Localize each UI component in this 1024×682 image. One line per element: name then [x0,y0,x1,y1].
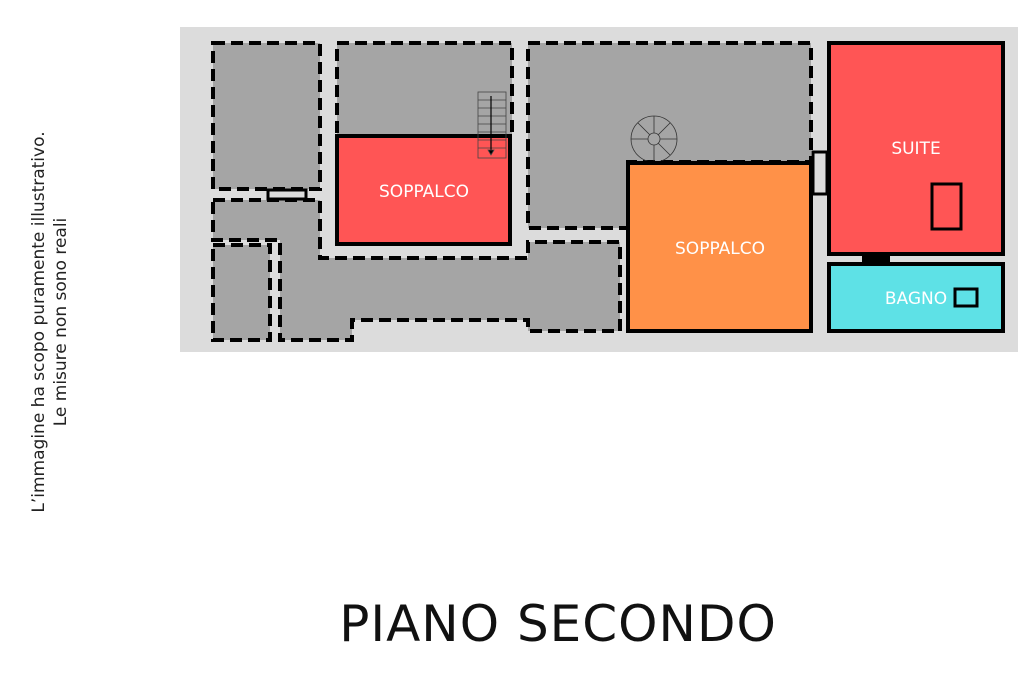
room-label: BAGNO [885,289,947,309]
corridor [211,198,622,342]
disclaimer-note: L’immagine ha scopo puramente illustrati… [28,131,72,512]
disclaimer-line-1: L’immagine ha scopo puramente illustrati… [29,131,49,513]
floor-title: PIANO SECONDO [339,595,777,653]
room-bagno [827,262,1005,333]
stairs-icon [477,91,507,159]
disclaimer-line-2: Le misure non sono reali [51,217,71,427]
passage [811,150,829,196]
suite-fixture [930,182,963,231]
room-suite [827,41,1005,256]
existing-areas [211,41,813,342]
shower-icon [953,287,979,308]
room-soppalco-1 [335,134,512,246]
room-bottom-left [211,243,272,342]
room-label: SOPPALCO [675,239,765,259]
door [266,188,308,201]
room-label: SOPPALCO [379,182,469,202]
door [862,256,890,263]
room-soppalco-2 [626,161,813,333]
room-top-middle [335,41,514,140]
room-top-left [211,41,322,191]
room-label: SUITE [891,139,940,159]
